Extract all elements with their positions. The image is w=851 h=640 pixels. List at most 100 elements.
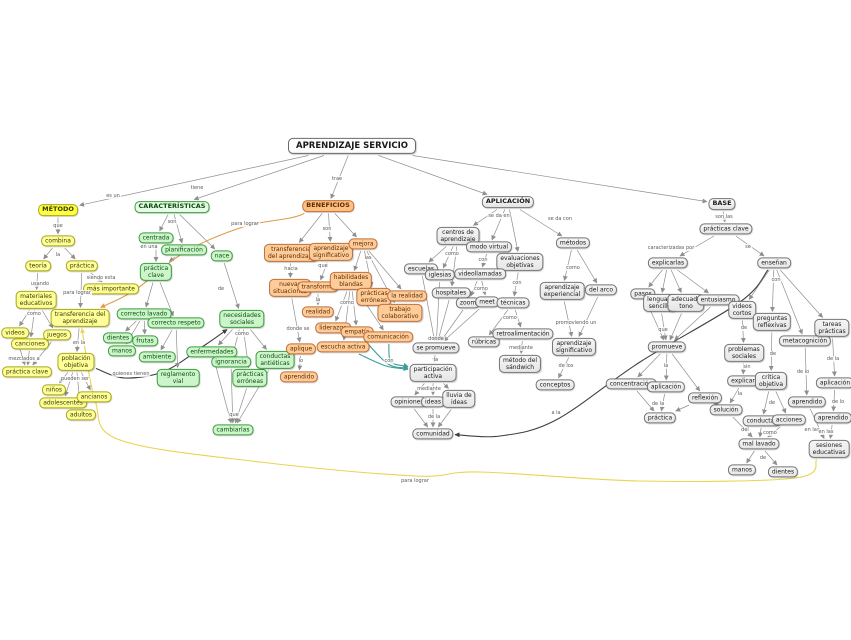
edge-label-aprendido2--sesiones[interactable]: en las: [817, 429, 835, 435]
node-escuchaactiva[interactable]: escucha activa: [316, 341, 370, 353]
node-aplicacion_r[interactable]: aplicación: [815, 377, 851, 389]
edge-label-practicasclave_b--ensenan[interactable]: se: [744, 244, 752, 250]
node-problemassociales[interactable]: problemas sociales: [724, 343, 764, 363]
node-tareaspracticas[interactable]: tareas prácticas: [814, 318, 850, 338]
node-aprsig_o[interactable]: aprendizaje significativo: [308, 242, 354, 262]
node-ignorancia[interactable]: ignorancia: [211, 356, 251, 368]
edge-label-aprexp--aprsig_w[interactable]: promoviendo un: [554, 320, 598, 326]
edge-label-sepromueve--participacion[interactable]: la: [432, 357, 440, 363]
node-caracteristicas[interactable]: CARACTERÍSTICAS: [134, 201, 210, 213]
edge-label-combina--teoria[interactable]: la: [54, 252, 62, 258]
node-explicarlas[interactable]: explicarlas: [647, 257, 689, 269]
edge-label-videollamadas--zoom[interactable]: como: [473, 286, 489, 292]
edge-label-criticaobjetiva--conductas_b[interactable]: de: [767, 400, 777, 406]
edge-label-tareaspracticas--aplicacion_r[interactable]: de la: [825, 356, 841, 362]
node-practicaserroneas_g[interactable]: prácticas erróneas: [232, 368, 268, 388]
edge-label-practicasclave_b--explicarlas[interactable]: caracterizadas por: [646, 245, 696, 251]
edge-label-concentracion--practica_b[interactable]: de la: [650, 401, 666, 407]
edge-label-pasos--promueve[interactable]: que: [657, 327, 669, 333]
node-lluvia[interactable]: lluvia de ideas: [442, 389, 476, 409]
edge-label-nuevassituaciones--aplique[interactable]: donde se: [285, 326, 311, 332]
edge-label-root--caracteristicas[interactable]: tiene: [189, 185, 205, 191]
node-aprendido2[interactable]: aprendido: [813, 412, 851, 424]
edge-label-problemassociales--explicar[interactable]: sin: [742, 364, 752, 370]
edge-label-aplicacion--centros[interactable]: se da en: [487, 213, 511, 219]
node-frutas[interactable]: frutas: [132, 335, 158, 347]
node-solucion[interactable]: solución: [709, 404, 743, 416]
edge-label-aplicacion_r--aprendido2[interactable]: de lo: [830, 399, 846, 405]
node-criticaobjetiva[interactable]: crítica objetiva: [754, 371, 788, 391]
node-reglamento[interactable]: reglamento vial: [156, 368, 200, 388]
node-metodo[interactable]: MÉTODO: [38, 204, 78, 216]
node-teoria[interactable]: teoría: [25, 260, 51, 272]
node-videos[interactable]: videos: [1, 327, 29, 339]
node-metodosandwich[interactable]: método del sándwich: [498, 354, 542, 374]
node-evaluaciones[interactable]: evaluaciones objetivas: [496, 252, 544, 272]
edge-label-mejora--habilidades[interactable]: las: [363, 255, 373, 261]
node-escuelas[interactable]: escuelas: [403, 263, 439, 275]
edge-label-sesiones--transferencia_y[interactable]: para lograr: [400, 478, 430, 484]
node-practica[interactable]: práctica: [65, 260, 99, 272]
node-participacion[interactable]: participación activa: [409, 363, 457, 383]
edge-label-necesidades--enfermedades[interactable]: como: [234, 331, 250, 337]
node-planificacion[interactable]: planificación: [161, 244, 207, 256]
node-mejora[interactable]: mejora: [348, 238, 378, 250]
edge-label-metodos--aprexp[interactable]: como: [565, 265, 581, 271]
node-transferencia_o[interactable]: transferencia del aprendizaje: [263, 243, 319, 263]
node-ensenan[interactable]: enseñan: [757, 257, 791, 269]
node-practicaclave_y[interactable]: práctica clave: [1, 366, 53, 378]
node-correctolavado[interactable]: correcto lavado: [116, 308, 172, 320]
node-preguntasreflexivas[interactable]: preguntas reflexivas: [752, 312, 792, 332]
node-root[interactable]: APRENDIZAJE SERVICIO: [287, 137, 417, 155]
edge-label-aprsig_o--transforma[interactable]: que: [317, 263, 329, 269]
node-canciones[interactable]: canciones: [10, 338, 50, 350]
edge-label-materiales--videos[interactable]: como: [26, 311, 42, 317]
node-rubricas[interactable]: rúbricas: [467, 336, 501, 348]
node-dientes_g[interactable]: dientes: [102, 332, 134, 344]
edge-label-transforma--realidad[interactable]: la: [314, 297, 322, 303]
node-ancianos[interactable]: ancianos: [76, 391, 112, 403]
node-aprexp[interactable]: aprendizaje experiencial: [539, 281, 585, 301]
node-transferencia_y[interactable]: transferencia del aprendizaje: [50, 308, 110, 328]
node-sesiones[interactable]: sesiones educativas: [808, 439, 850, 459]
edge-label-metodo--combina[interactable]: que: [52, 223, 64, 229]
edge-label-ensenan--comunidad[interactable]: a la: [550, 410, 562, 416]
node-beneficios[interactable]: BENEFICIOS: [302, 200, 354, 212]
edge-label-opiniones--comunidad[interactable]: de la: [426, 414, 442, 420]
node-hospitales[interactable]: hospitales: [431, 287, 471, 299]
node-comunicacion[interactable]: comunicación: [363, 331, 413, 343]
edge-label-tecnicas--rubricas[interactable]: como: [502, 315, 518, 321]
node-metodos[interactable]: métodos: [555, 237, 591, 249]
node-acciones[interactable]: acciones: [771, 414, 807, 426]
edge-label-evaluaciones--tecnicas[interactable]: con: [511, 280, 523, 286]
node-conductasantieticas[interactable]: conductas antiéticas: [255, 350, 295, 370]
node-realidad[interactable]: realidad: [301, 306, 335, 318]
node-aprendido_o[interactable]: aprendido: [279, 371, 319, 383]
edge-label-beneficios--transferencia_o[interactable]: son: [321, 226, 333, 232]
edge-label-solucion--mallavado[interactable]: del: [740, 427, 750, 433]
node-base[interactable]: BASE: [708, 198, 736, 210]
node-reflexion[interactable]: reflexión: [687, 392, 723, 404]
edge-label-centros--escuelas[interactable]: como: [444, 251, 460, 257]
edge-label-practica--transferencia_y[interactable]: para lograr: [62, 290, 92, 296]
node-centrada[interactable]: centrada: [138, 232, 174, 244]
edge-label-participacion--opiniones[interactable]: mediante: [416, 386, 442, 392]
node-mallavado[interactable]: mal lavado: [738, 438, 780, 450]
node-videoscortos[interactable]: videos cortos: [728, 300, 756, 320]
node-manos_g[interactable]: manos: [107, 345, 137, 357]
edge-label-promueve--concentracion[interactable]: la: [662, 363, 670, 369]
node-larealidad[interactable]: la realidad: [387, 290, 427, 302]
edge-label-empatia--participacion[interactable]: con: [383, 358, 395, 364]
edge-label-ensenan--videoscortos[interactable]: con: [770, 277, 782, 283]
edge-label-mallavado--manos_b[interactable]: de: [758, 455, 768, 461]
edge-label-aplicacion--metodos[interactable]: se da con: [546, 216, 574, 222]
node-aplicacion_b[interactable]: aplicación: [646, 381, 686, 393]
node-delarco[interactable]: del arco: [584, 284, 618, 296]
node-meet[interactable]: meet: [475, 296, 499, 308]
edge-label-caracteristicas--centrada[interactable]: son: [166, 219, 178, 225]
edge-label-transferencia_o--nuevassituaciones[interactable]: hacia: [283, 266, 299, 272]
edge-label-poblacion--necesidades[interactable]: quienes tienen: [111, 371, 151, 377]
node-practicaclave_g[interactable]: práctica clave: [139, 262, 173, 282]
edge-label-beneficios--transferencia_y[interactable]: para lograr: [230, 221, 260, 227]
edge-label-aprendido1--sesiones[interactable]: en las: [803, 427, 821, 433]
